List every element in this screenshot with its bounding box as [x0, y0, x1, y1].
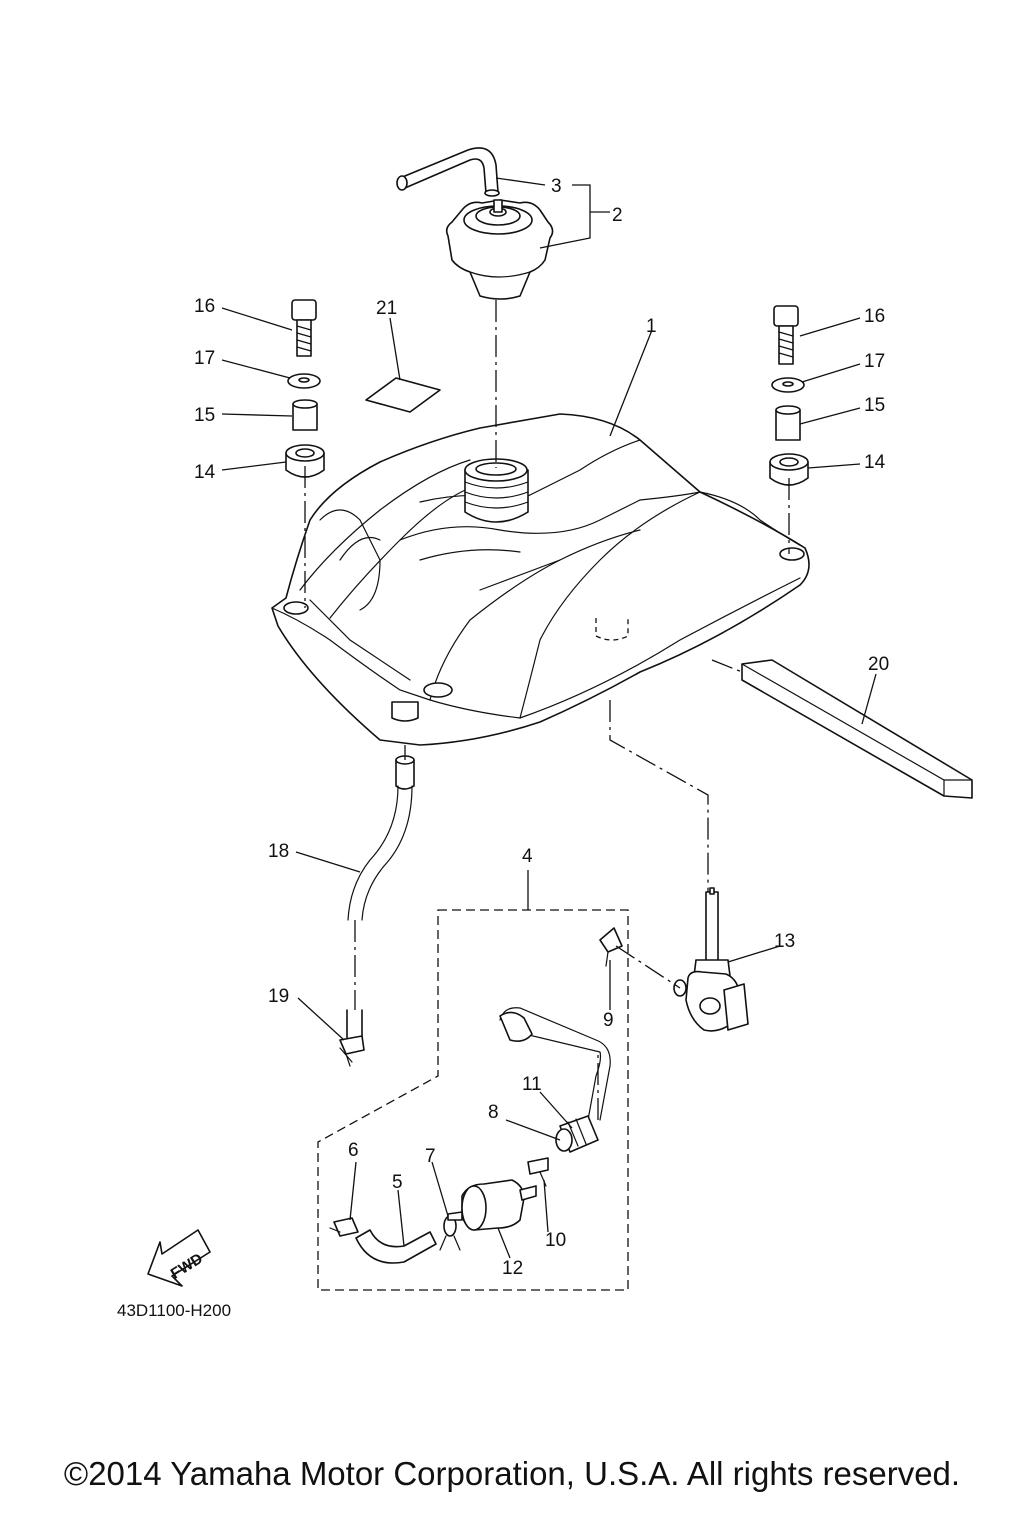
breather-hose-part — [396, 147, 500, 197]
forward-direction-arrow: FWD — [147, 1229, 211, 1287]
callout-8: 8 — [488, 1102, 499, 1123]
callout-4: 4 — [522, 846, 533, 867]
callout-17-left: 17 — [194, 348, 215, 369]
callout-labels: 1 2 3 4 5 6 7 8 9 10 11 12 13 14 14 15 1… — [194, 176, 889, 1279]
callout-17-right: 17 — [864, 351, 885, 372]
hose-clamp-6-part — [329, 1217, 359, 1237]
fuel-cock-assembly-boundary — [317, 909, 629, 1291]
fuel-hose-5-part — [355, 1229, 437, 1264]
callout-15-right: 15 — [864, 395, 885, 416]
assembly-center-lines — [304, 300, 790, 1120]
damper-strip-part — [741, 659, 973, 799]
left-washer-part — [287, 373, 321, 389]
callout-14-left: 14 — [194, 462, 216, 483]
callout-15-left: 15 — [194, 405, 215, 426]
callout-1: 1 — [646, 316, 657, 337]
hose-clamp-19-part — [339, 1035, 365, 1067]
right-collar-part — [775, 405, 801, 441]
fuel-hose-part — [346, 755, 415, 1041]
callout-21: 21 — [376, 298, 397, 319]
leader-lines — [221, 177, 877, 1259]
callout-6: 6 — [348, 1140, 359, 1161]
callout-19: 19 — [268, 986, 289, 1007]
right-damper-part — [769, 453, 809, 486]
fuel-filter-part — [447, 1179, 537, 1231]
callout-11: 11 — [522, 1074, 542, 1095]
callout-13: 13 — [774, 931, 795, 952]
callout-18: 18 — [268, 841, 289, 862]
clip-7-part — [439, 1215, 461, 1251]
right-bolt-part — [773, 305, 799, 365]
clip-10-part — [527, 1157, 549, 1187]
callout-10: 10 — [545, 1230, 566, 1251]
right-washer-part — [771, 377, 805, 393]
callout-2: 2 — [612, 205, 623, 226]
fuel-tank-part — [271, 413, 810, 746]
left-bolt-part — [291, 299, 317, 357]
callout-5: 5 — [392, 1172, 403, 1193]
fuel-cap-part — [445, 199, 554, 300]
callout-12: 12 — [502, 1258, 523, 1279]
callout-20: 20 — [868, 654, 889, 675]
left-damper-part — [285, 444, 325, 478]
drawing-code: 43D1100-H200 — [117, 1301, 231, 1320]
callout-14-right: 14 — [864, 452, 886, 473]
caution-label-part — [365, 377, 441, 413]
left-collar-part — [292, 399, 318, 431]
callout-16-right: 16 — [864, 306, 885, 327]
fuel-cock-part — [673, 887, 749, 1032]
callout-3: 3 — [551, 176, 562, 197]
joint-8-part — [555, 1115, 599, 1153]
callout-7: 7 — [425, 1146, 436, 1167]
callout-16-left: 16 — [194, 296, 215, 317]
fuel-hose-11-part — [499, 1007, 611, 1121]
copyright-notice: ©2014 Yamaha Motor Corporation, U.S.A. A… — [63, 1455, 961, 1492]
callout-9: 9 — [603, 1010, 614, 1031]
